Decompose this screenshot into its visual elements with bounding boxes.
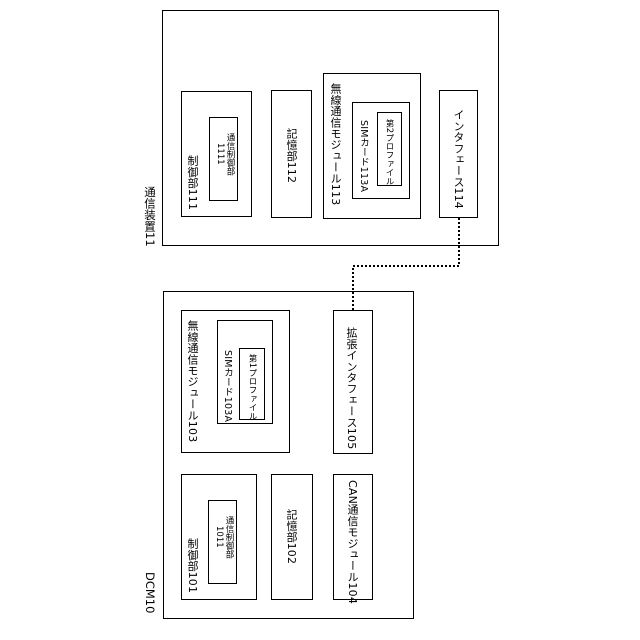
interface-link-line [353, 218, 459, 310]
